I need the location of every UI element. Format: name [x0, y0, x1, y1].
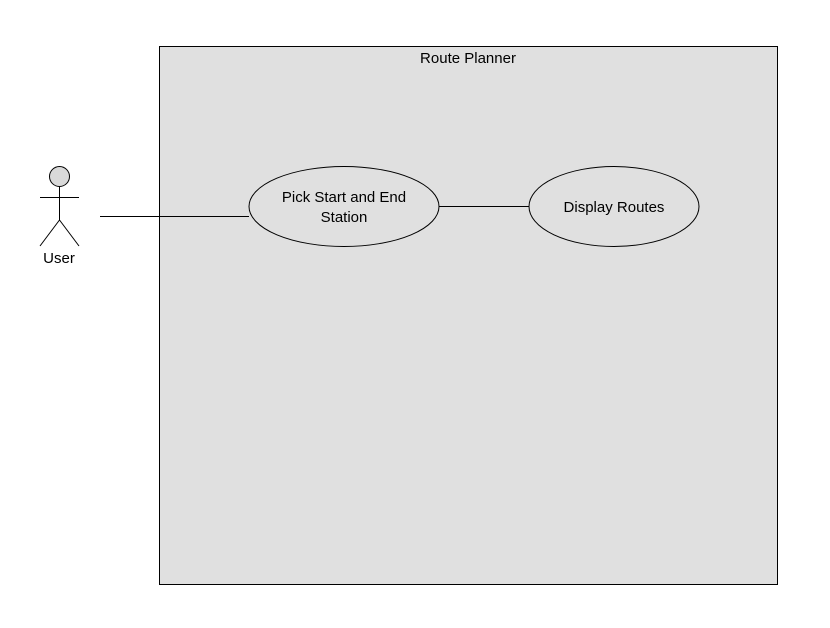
- actor-right-leg: [59, 219, 80, 247]
- use-case-pick-start-end-station: Pick Start and End Station: [248, 166, 440, 247]
- system-boundary-box: [159, 46, 778, 585]
- system-boundary: Route Planner: [159, 46, 778, 585]
- actor-head: [49, 166, 70, 187]
- actor-user: User: [39, 166, 80, 267]
- use-case-display-routes: Display Routes: [528, 166, 700, 247]
- use-case-label: Display Routes: [564, 199, 665, 216]
- actor-left-leg: [39, 219, 60, 247]
- use-case-label-line-2: Station: [321, 209, 368, 226]
- actor-label: User: [43, 250, 75, 267]
- use-case-ellipse: [528, 166, 700, 247]
- use-case-label-line-1: Pick Start and End: [282, 189, 406, 206]
- system-title: Route Planner: [420, 50, 516, 67]
- use-case-ellipse: [248, 166, 440, 247]
